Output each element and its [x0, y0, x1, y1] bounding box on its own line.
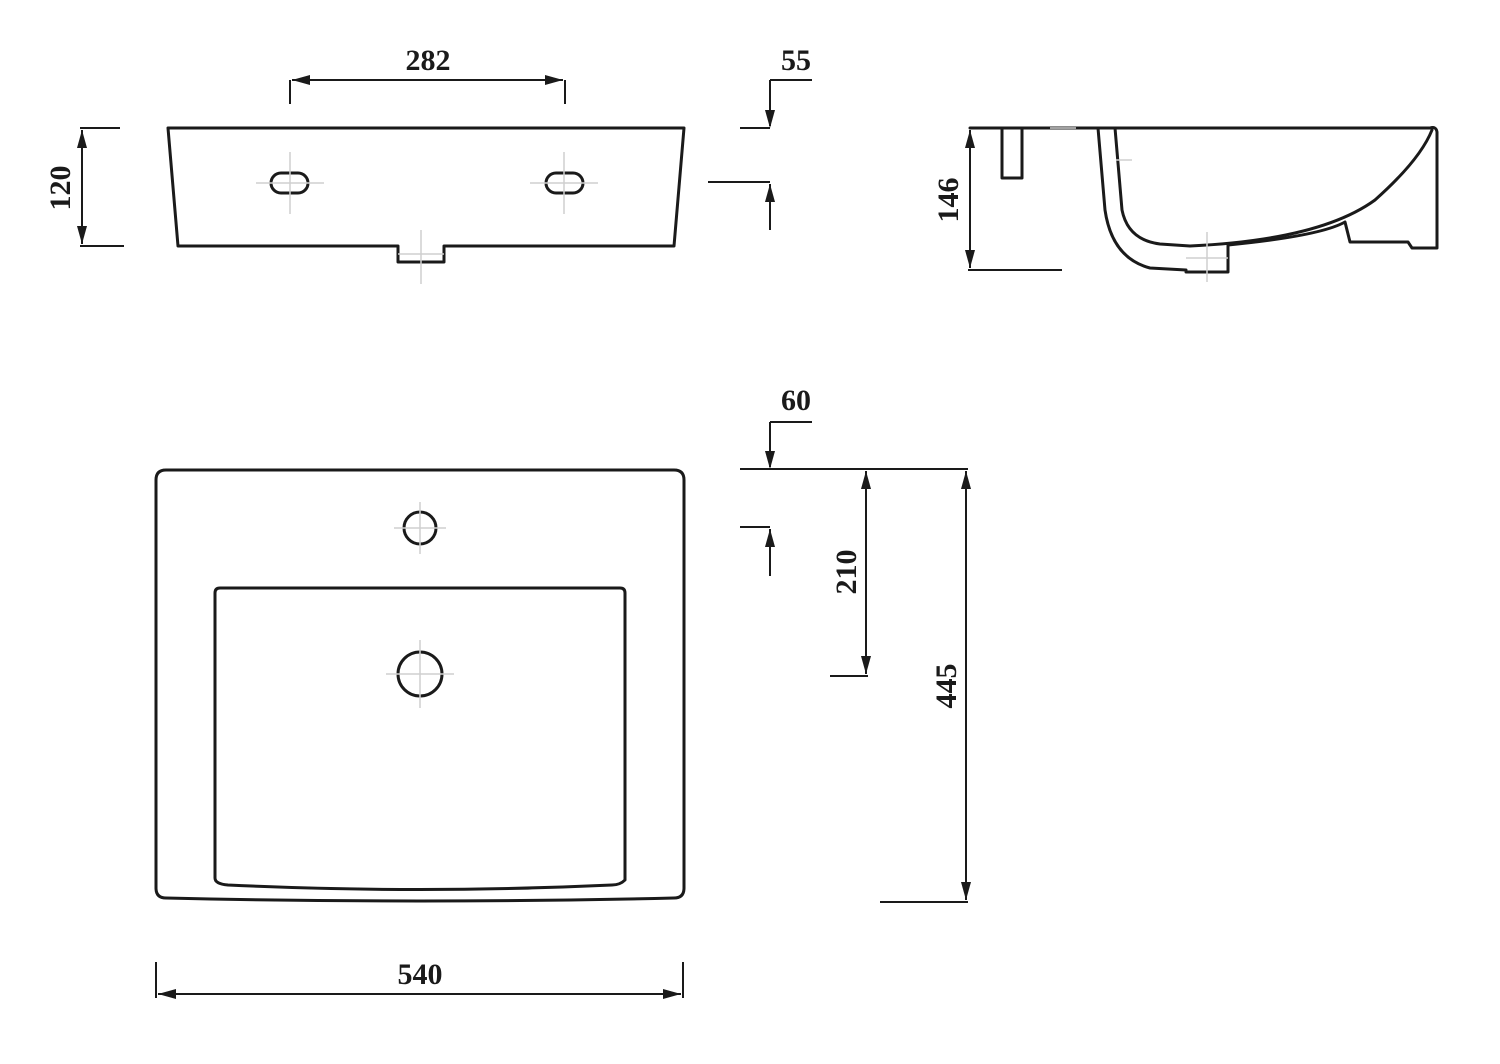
- top-view-outline: [154, 468, 686, 903]
- dim-side-height: 146: [932, 130, 1062, 271]
- top-view-bowl: [213, 586, 627, 891]
- dim-total-depth: 445: [880, 471, 971, 903]
- dim-label-60: 60: [781, 384, 811, 417]
- dim-label-210: 210: [830, 550, 863, 595]
- dim-bowl-depth: 210: [830, 471, 871, 677]
- dim-front-height: 120: [44, 127, 124, 247]
- dim-tap-hole-spacing: 282: [289, 44, 566, 104]
- front-left-slot-hole: [256, 152, 324, 214]
- side-view: [968, 126, 1439, 282]
- dim-tap-deck-offset-top: 60: [740, 384, 968, 576]
- front-right-slot-hole: [530, 152, 598, 214]
- dim-label-445: 445: [930, 664, 963, 709]
- dim-label-540: 540: [398, 958, 443, 991]
- top-view: [154, 468, 686, 903]
- dim-label-55: 55: [781, 44, 811, 77]
- dim-label-146: 146: [932, 178, 965, 223]
- side-bowl-profile: [1096, 126, 1439, 274]
- dim-label-282: 282: [406, 44, 451, 77]
- front-view: [166, 126, 686, 284]
- dim-tap-deck-offset-front: 55: [708, 44, 812, 230]
- front-view-outline: [166, 126, 686, 264]
- top-tap-hole: [394, 502, 446, 554]
- top-drain-hole: [386, 640, 454, 708]
- dim-total-width: 540: [155, 958, 684, 999]
- dim-label-120: 120: [44, 166, 77, 211]
